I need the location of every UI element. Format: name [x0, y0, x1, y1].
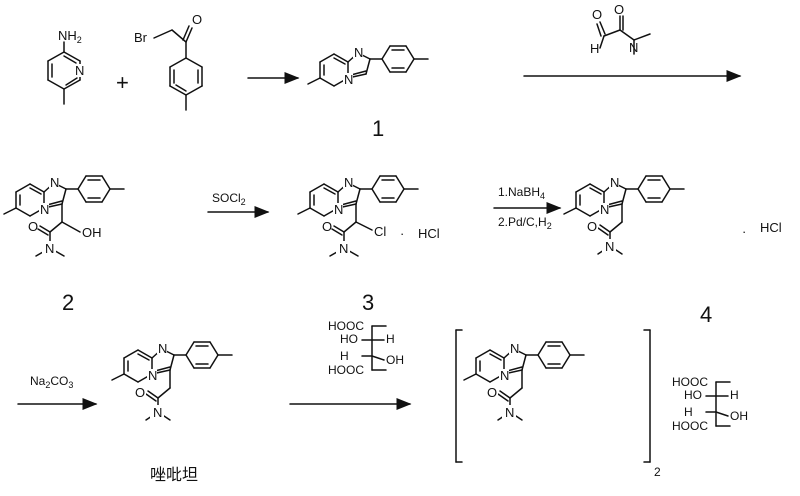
atom-N-c3: N — [339, 241, 348, 256]
salt-tartaric-oh: OH — [730, 409, 748, 423]
glyoxylamide-structure — [596, 15, 651, 55]
aminopyridine-structure — [47, 41, 87, 105]
salt-tartaric-h-bottom: H — [684, 405, 693, 419]
reagent-nabh4: 1.NaBH4 — [498, 185, 545, 201]
tartaric-hooc-bottom: HOOC — [328, 363, 364, 377]
reagent-socl2: SOCl2 — [212, 191, 246, 207]
atom-N-c2: N — [45, 241, 54, 256]
salt-tartaric-h-top: H — [730, 388, 739, 402]
label-zolpidem: 唑吡坦 — [150, 465, 198, 484]
tartaric-h-bottom: H — [340, 349, 349, 363]
label-compound-2: 2 — [62, 290, 74, 315]
label-compound-1: 1 — [372, 116, 384, 141]
compound-4-structure — [563, 174, 685, 218]
tartaric-h-top: H — [386, 332, 395, 346]
compound-1-structure — [307, 44, 429, 88]
salt-tartaric-structure — [705, 381, 731, 427]
hcl-c4: HCl — [760, 220, 782, 235]
tartaric-hooc-top: HOOC — [328, 319, 364, 333]
salt-bracket-left — [455, 329, 463, 463]
bromoketone-structure — [153, 25, 203, 111]
salt-stoichiometry: 2 — [654, 465, 661, 479]
salt-tartaric-hooc-top: HOOC — [672, 375, 708, 389]
tartaric-ho: HO — [340, 332, 358, 346]
atom-Cl-c3: Cl — [374, 224, 386, 239]
atom-O-c2: O — [28, 219, 38, 234]
salt-tartaric-hooc-bottom: HOOC — [672, 419, 708, 433]
salt-tartaric-ho: HO — [684, 388, 702, 402]
compound-3-structure — [297, 174, 419, 218]
compound-2-sidechain — [35, 203, 81, 257]
salt-zolpidem-structure — [463, 340, 585, 384]
atom-Br: Br — [134, 30, 148, 45]
label-compound-4: 4 — [700, 302, 712, 327]
atom-O-c3: O — [322, 219, 332, 234]
atom-N-pyridine: N — [75, 63, 84, 78]
atom-H-aldehyde: H — [590, 41, 599, 56]
compound-2-structure — [3, 174, 125, 218]
tartaric-oh: OH — [386, 353, 404, 367]
atom-O-amide: O — [614, 2, 624, 17]
atom-O-aldehyde: O — [592, 7, 602, 22]
atom-O-ketone: O — [192, 12, 202, 27]
salt-bracket-right — [643, 329, 651, 463]
reagent-na2co3: Na2CO3 — [30, 374, 73, 390]
compound-3-sidechain — [329, 203, 373, 257]
atom-OH-c2: OH — [82, 225, 102, 240]
atom-NH2: NH2 — [58, 28, 82, 45]
tartaric-acid-reagent-structure — [361, 325, 387, 371]
hcl-c3: HCl — [418, 226, 440, 241]
salt-dot-c4: · — [742, 224, 746, 239]
reagent-pdc-h2: 2.Pd/C,H2 — [498, 215, 552, 231]
atom-N-glyoxylamide: N — [629, 40, 638, 55]
zolpidem-structure — [111, 340, 233, 384]
plus-sign: + — [116, 70, 129, 95]
salt-dot-c3: · — [400, 226, 404, 241]
label-compound-3: 3 — [362, 290, 374, 315]
